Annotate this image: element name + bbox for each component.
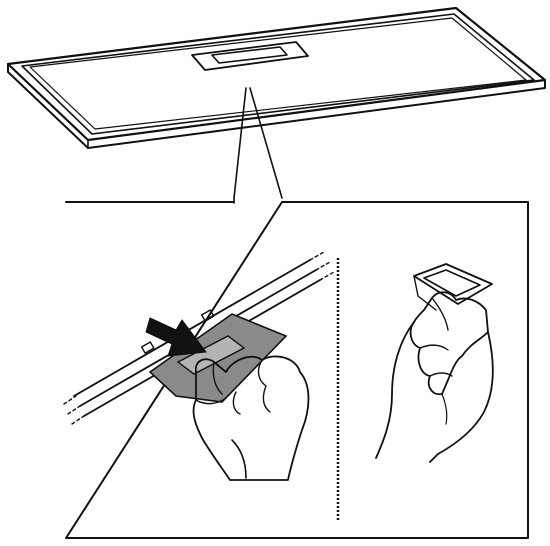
- hand-right-finger: [431, 297, 449, 331]
- filter-panel-tab-slot: [211, 46, 288, 64]
- hand-left-knuckle: [257, 359, 267, 387]
- forearm-right: [375, 321, 415, 459]
- rail-dashed-end: [67, 405, 81, 415]
- hand-right-finger: [419, 344, 449, 351]
- clip-removed-detail: [375, 263, 494, 463]
- clip-insertion-detail: [63, 251, 335, 481]
- filter-panel: [6, 6, 547, 149]
- detail-callout-frame: [65, 201, 529, 539]
- hand-left-thumb-line: [195, 397, 227, 405]
- rail-dashed-end: [319, 271, 335, 281]
- hand-right-finger: [429, 372, 453, 377]
- rail-clip: [200, 309, 215, 322]
- filter-panel-tab: [191, 41, 309, 71]
- hand-left-knuckle: [232, 391, 241, 415]
- rail-dashed-end: [71, 415, 85, 425]
- filter-panel-front-edge: [7, 63, 546, 149]
- filter-panel-inner-rim: [21, 13, 535, 135]
- rail-dashed-end: [63, 395, 77, 405]
- push-arrow: [145, 317, 207, 357]
- rail-dashed-end: [309, 251, 325, 261]
- callout-pointer: [233, 87, 283, 204]
- mounting-plate-slot: [176, 335, 246, 375]
- hand-left-wrist: [231, 439, 247, 479]
- hand-left-knuckle: [212, 361, 223, 395]
- forearm-right-crease: [441, 393, 448, 425]
- rail-clip: [140, 341, 155, 354]
- forearm-right: [429, 331, 494, 463]
- detail-callout: [63, 201, 529, 539]
- removed-clip: [413, 263, 493, 311]
- rail-edge: [73, 259, 311, 397]
- filter-panel-inner-rim-2: [29, 17, 527, 130]
- hand-left-knuckle: [262, 385, 271, 413]
- hand-right: [409, 291, 489, 396]
- hand-left: [192, 355, 310, 481]
- rail-dashed-end: [315, 261, 331, 271]
